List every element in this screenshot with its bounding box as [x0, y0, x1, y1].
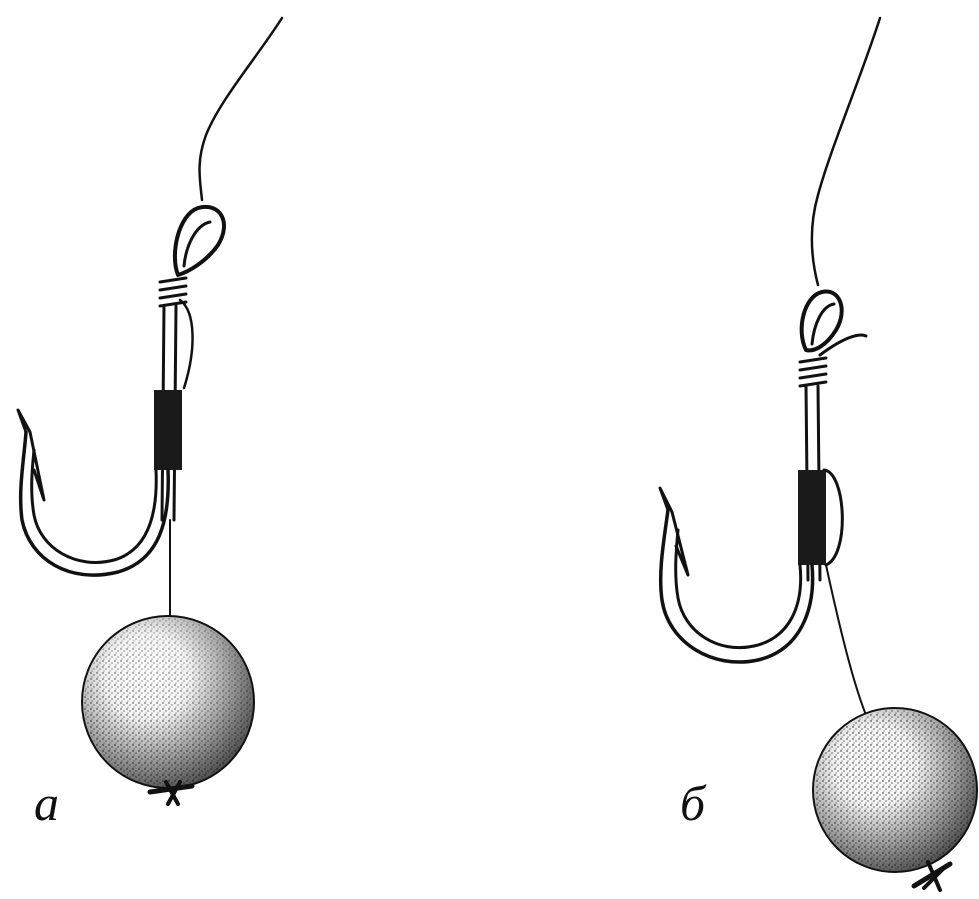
- panel-a-boilie: [82, 616, 254, 788]
- panel-b-main-line: [812, 18, 880, 285]
- panel-b-label: б: [680, 778, 705, 828]
- panel-a-hook-eye: [175, 207, 224, 275]
- panel-a-hook-bend: [21, 432, 169, 575]
- panel-a-label: а: [34, 778, 59, 828]
- panel-a-hair-loop: [180, 300, 193, 388]
- panel-a-rig: [18, 18, 282, 804]
- panel-b-hook-bend: [661, 510, 813, 662]
- panel-b-knot: [800, 358, 826, 386]
- panel-a-main-line: [200, 18, 283, 200]
- panel-b-hair-loop: [824, 470, 842, 565]
- panel-b-hook-eye: [802, 292, 842, 351]
- panel-a-sleeve: [154, 390, 182, 470]
- panel-b-sleeve: [798, 470, 826, 565]
- panel-b-rig: [660, 18, 977, 890]
- panel-b-boilie: [813, 708, 977, 872]
- panel-b-hair-line: [826, 565, 866, 715]
